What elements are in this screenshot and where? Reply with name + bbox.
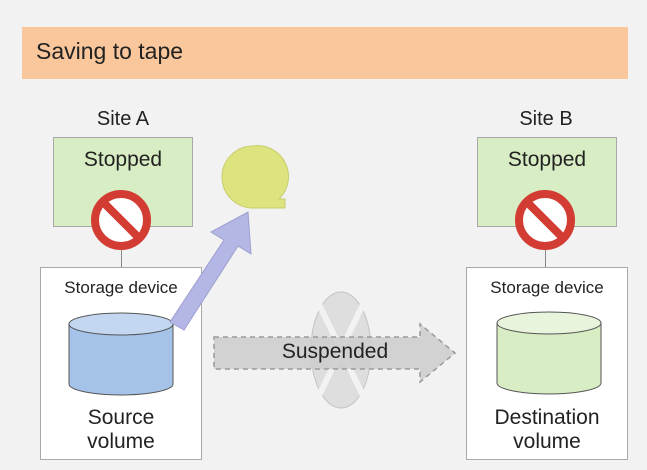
header-bar: Saving to tape — [22, 27, 628, 79]
site-a-status-text: Stopped — [83, 148, 163, 171]
site-b-status-box: Stopped — [477, 137, 617, 227]
destination-volume-label-line2: volume — [513, 430, 581, 453]
site-b-storage-label: Storage device — [490, 278, 604, 297]
source-volume-cylinder-icon — [68, 312, 174, 396]
site-a-storage-label: Storage device — [64, 278, 178, 297]
source-volume-label-line2: volume — [87, 430, 155, 453]
tape-icon — [221, 145, 289, 209]
source-volume-label-line1: Source — [87, 406, 155, 429]
backup-to-tape-arrow — [169, 211, 252, 331]
site-a-connector — [121, 240, 122, 267]
suspended-transfer-arrow — [213, 322, 457, 384]
diagram-title: Saving to tape — [36, 38, 184, 64]
site-a-prohibited-icon — [91, 190, 151, 250]
site-b-connector — [545, 240, 546, 267]
site-b-prohibited-icon — [515, 190, 575, 250]
site-b-status-text: Stopped — [507, 148, 587, 171]
site-a-label: Site A — [96, 108, 150, 130]
site-b-label: Site B — [519, 108, 573, 130]
destination-volume-cylinder-icon — [496, 311, 602, 395]
suspended-label: Suspended — [281, 340, 389, 363]
destination-volume-label-line1: Destination — [494, 406, 600, 429]
